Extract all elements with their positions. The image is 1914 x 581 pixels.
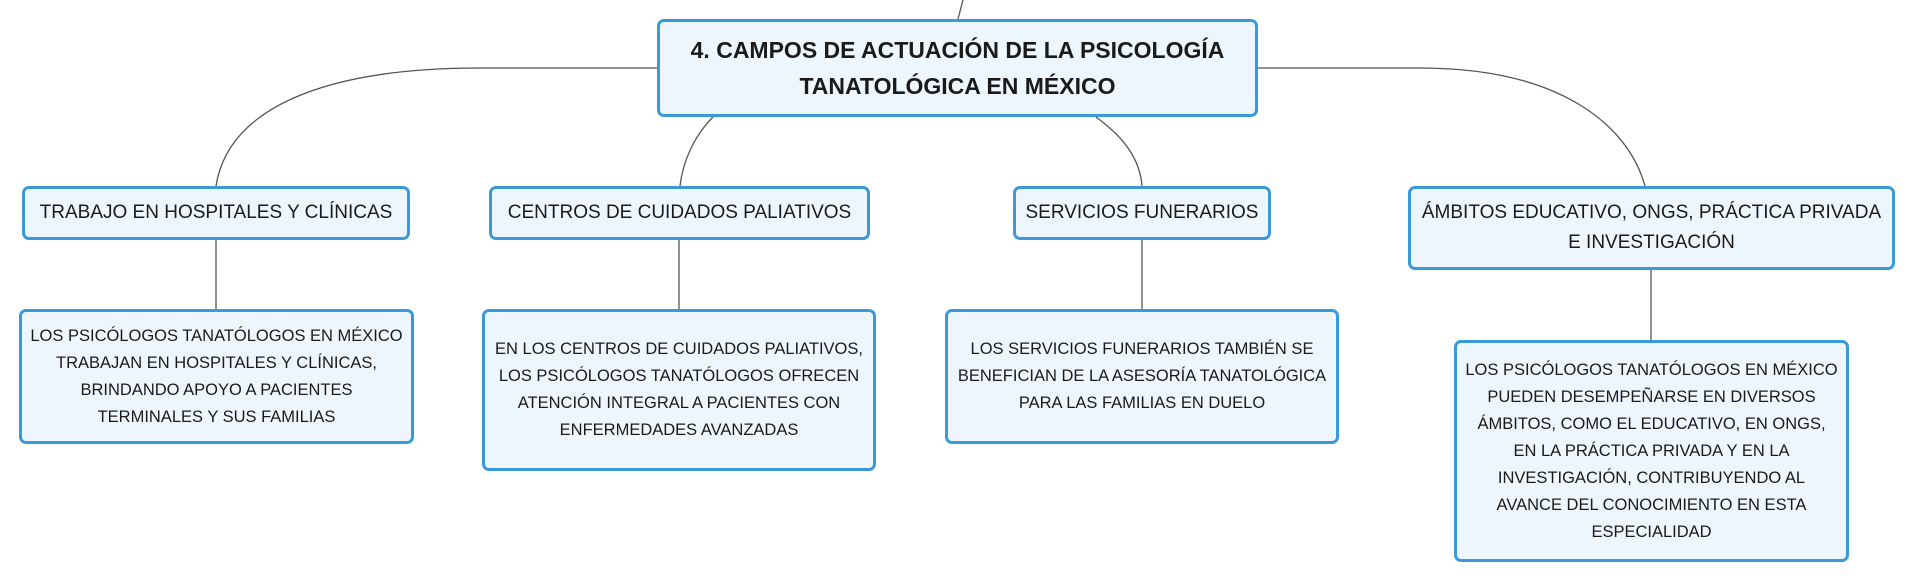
topic-node-hospitales[interactable]: TRABAJO EN HOSPITALES Y CLÍNICAS <box>22 186 410 240</box>
detail-node-hospitales[interactable]: LOS PSICÓLOGOS TANATÓLOGOS EN MÉXICO TRA… <box>19 309 414 444</box>
connector-root-to-topic-3 <box>1095 116 1143 187</box>
topic-label: SERVICIOS FUNERARIOS <box>1025 202 1259 223</box>
topic-node-ambitos[interactable]: ÁMBITOS EDUCATIVO, ONGS, PRÁCTICA PRIVAD… <box>1408 186 1895 270</box>
topic-node-cuidados-paliativos[interactable]: CENTROS DE CUIDADOS PALIATIVOS <box>489 186 870 240</box>
detail-node-servicios-funerarios[interactable]: LOS SERVICIOS FUNERARIOS TAMBIÉN SE BENE… <box>945 309 1339 444</box>
connector-root-to-topic-1 <box>215 67 657 187</box>
topic-node-servicios-funerarios[interactable]: SERVICIOS FUNERARIOS <box>1013 186 1271 240</box>
connector-root-to-topic-2 <box>679 116 714 187</box>
topic-label: ÁMBITOS EDUCATIVO, ONGS, PRÁCTICA PRIVAD… <box>1421 202 1882 253</box>
root-title: 4. CAMPOS DE ACTUACIÓN DE LA PSICOLOGÍA … <box>690 37 1225 99</box>
topic-label: TRABAJO EN HOSPITALES Y CLÍNICAS <box>39 202 393 223</box>
topic-label: CENTROS DE CUIDADOS PALIATIVOS <box>507 202 852 223</box>
connector-root-to-topic-4 <box>1258 67 1646 187</box>
detail-text: LOS PSICÓLOGOS TANATÓLOGOS EN MÉXICO PUE… <box>1465 360 1838 541</box>
root-node[interactable]: 4. CAMPOS DE ACTUACIÓN DE LA PSICOLOGÍA … <box>657 19 1258 117</box>
detail-node-cuidados-paliativos[interactable]: EN LOS CENTROS DE CUIDADOS PALIATIVOS, L… <box>482 309 876 471</box>
detail-node-ambitos[interactable]: LOS PSICÓLOGOS TANATÓLOGOS EN MÉXICO PUE… <box>1454 340 1849 562</box>
connector-incoming-root <box>957 0 964 20</box>
detail-text: LOS PSICÓLOGOS TANATÓLOGOS EN MÉXICO TRA… <box>30 326 403 426</box>
detail-text: LOS SERVICIOS FUNERARIOS TAMBIÉN SE BENE… <box>957 340 1327 412</box>
detail-text: EN LOS CENTROS DE CUIDADOS PALIATIVOS, L… <box>495 340 863 439</box>
